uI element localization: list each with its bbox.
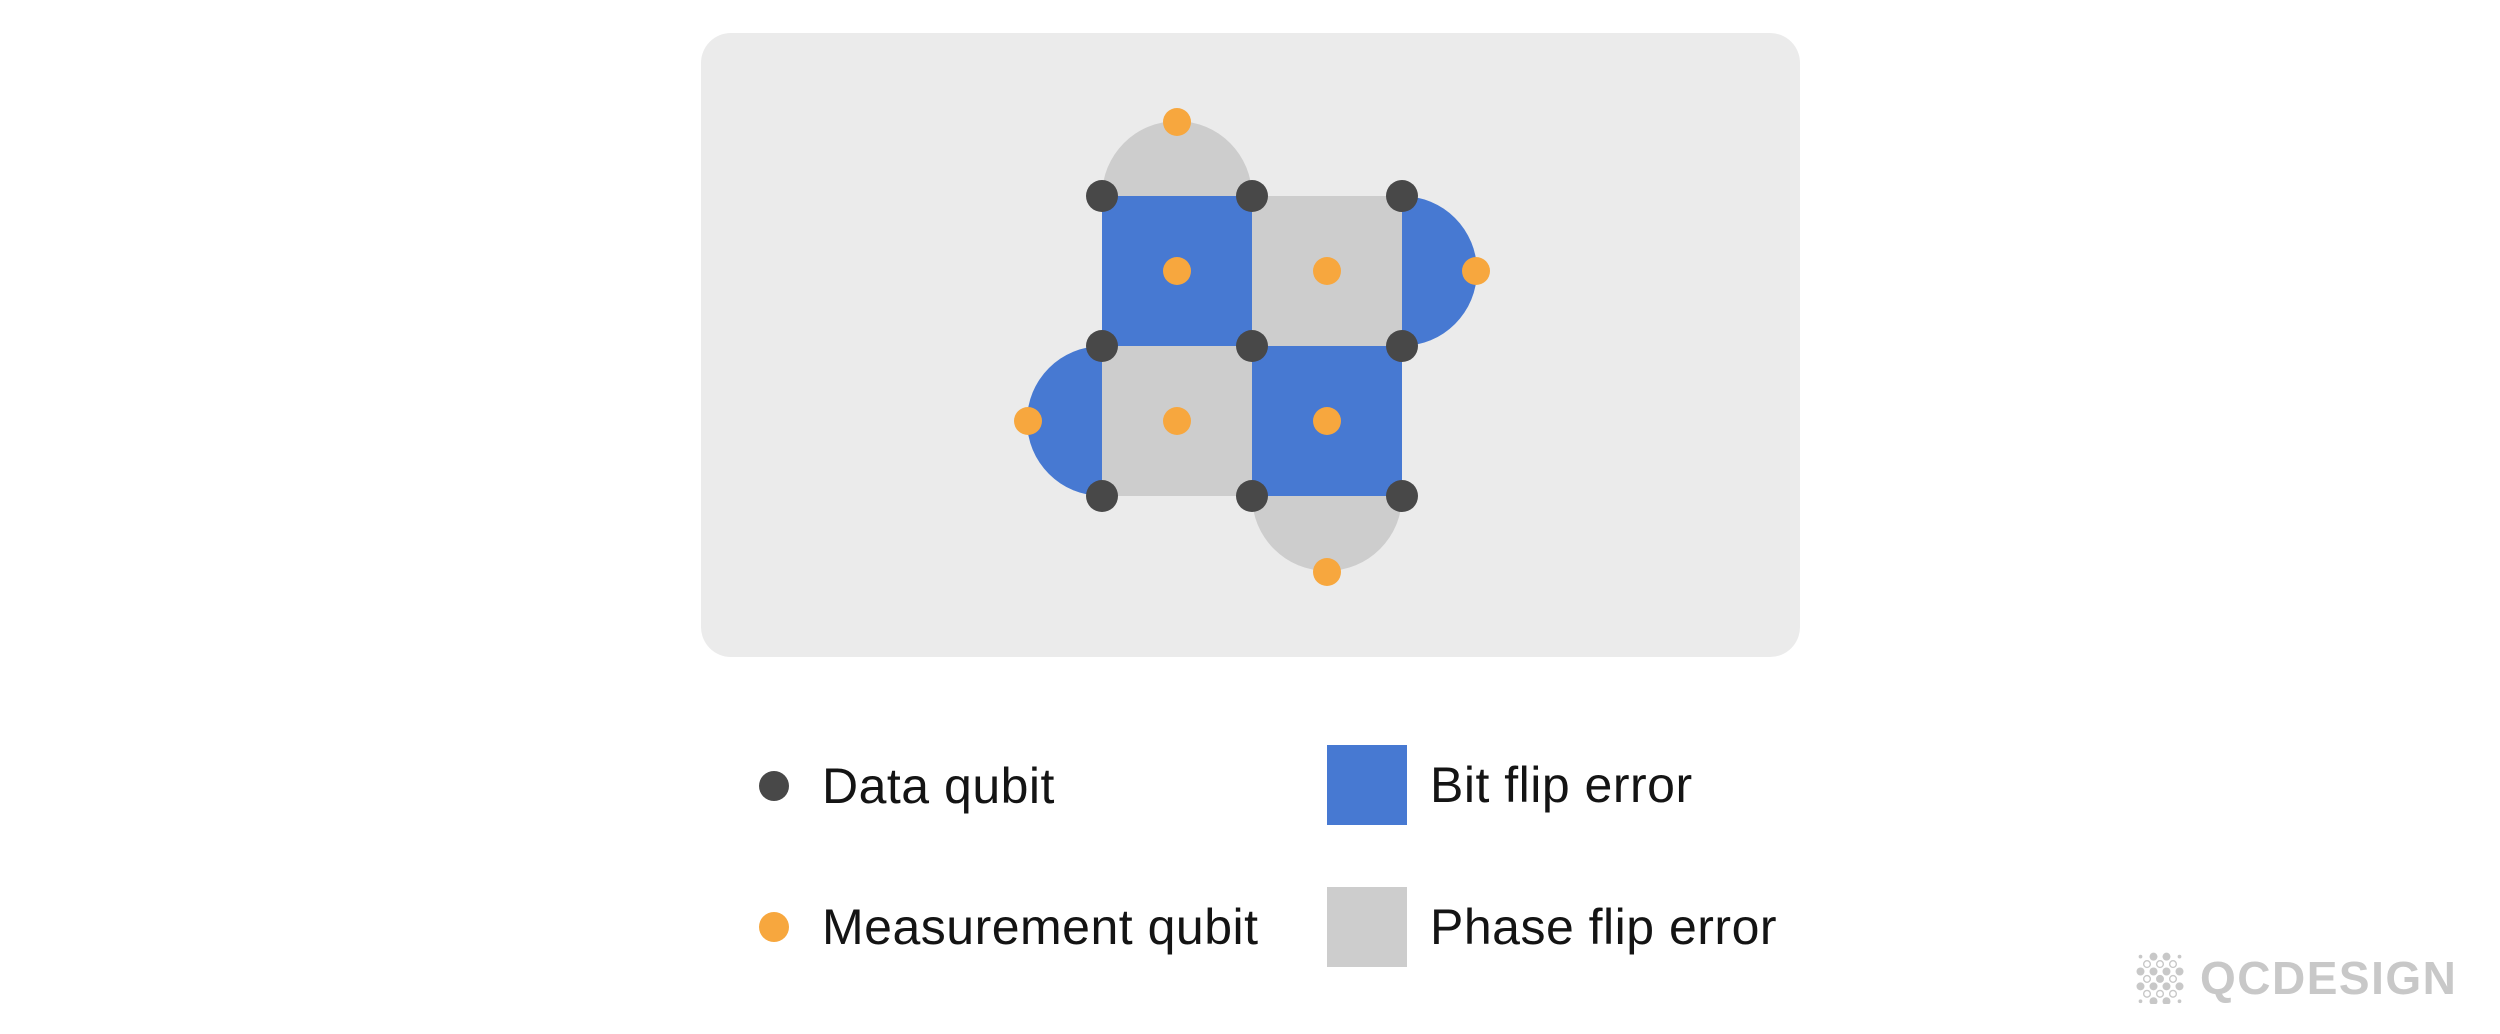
boundary-stabilizer-left-bit_flip: [1027, 346, 1102, 496]
legend-label-bit-flip-error: Bit flip error: [1430, 757, 1693, 813]
data-qubit-dot: [1236, 330, 1268, 362]
measurement-qubit-dot: [1163, 108, 1191, 136]
legend-label-measurement-qubit: Measurement qubit: [822, 899, 1259, 955]
legend-item-bit-flip-error: Bit flip error: [1327, 745, 1693, 825]
qcdesign-logo: QCDESIGN: [2134, 952, 2457, 1004]
legend-label-data-qubit: Data qubit: [822, 758, 1055, 814]
boundary-stabilizer-bottom-phase_flip: [1252, 496, 1402, 571]
measurement-qubit-dot: [1313, 558, 1341, 586]
data-qubit-dot: [1236, 480, 1268, 512]
measurement-qubit-dot: [1313, 257, 1341, 285]
bit-flip-swatch-icon: [1327, 745, 1407, 825]
measurement-qubit-dot: [1163, 257, 1191, 285]
data-qubit-dot: [1236, 180, 1268, 212]
measurement-qubit-dot: [1462, 257, 1490, 285]
boundary-stabilizer-right-bit_flip: [1402, 196, 1477, 346]
measurement-qubit-dot-icon: [759, 912, 789, 942]
data-qubit-dot: [1086, 180, 1118, 212]
data-qubit-dot-icon: [759, 771, 789, 801]
qcdesign-logo-text: QCDESIGN: [2200, 952, 2458, 1004]
data-qubit-dot: [1086, 330, 1118, 362]
boundary-stabilizer-top-phase_flip: [1102, 121, 1252, 196]
measurement-qubit-dot: [1313, 407, 1341, 435]
dot-lattice-icon: [2136, 952, 2184, 1004]
phase-flip-swatch-icon: [1327, 887, 1407, 967]
legend-item-data-qubit: Data qubit: [759, 756, 1055, 816]
data-qubit-dot: [1386, 180, 1418, 212]
measurement-qubit-dot: [1163, 407, 1191, 435]
legend-item-phase-flip-error: Phase flip error: [1327, 887, 1777, 967]
data-qubit-dot: [1386, 480, 1418, 512]
legend-item-measurement-qubit: Measurement qubit: [759, 897, 1259, 957]
legend-label-phase-flip-error: Phase flip error: [1430, 899, 1778, 955]
data-qubit-dot: [1086, 480, 1118, 512]
data-qubit-dot: [1386, 330, 1418, 362]
measurement-qubit-dot: [1014, 407, 1042, 435]
